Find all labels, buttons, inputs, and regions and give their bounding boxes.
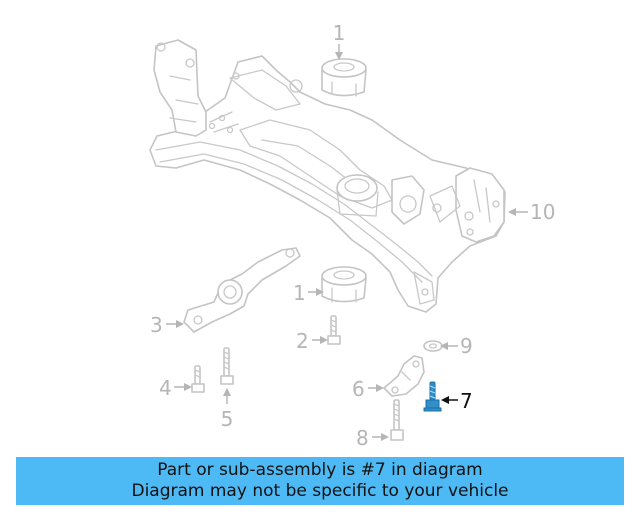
bolt-2	[327, 315, 341, 345]
subframe-drawing	[149, 39, 506, 313]
callout-6: 6	[352, 377, 365, 401]
washer	[423, 340, 443, 352]
info-banner: Part or sub-assembly is #7 in diagram Di…	[16, 457, 624, 505]
mount-bushing-top	[321, 58, 367, 97]
callout-1-mid: 1	[293, 281, 306, 305]
callout-5: 5	[221, 407, 234, 431]
callout-1-top: 1	[333, 21, 346, 45]
bolt-8	[390, 399, 404, 441]
callout-10: 10	[530, 200, 555, 224]
bolt-5	[220, 347, 234, 385]
callout-8: 8	[356, 426, 369, 450]
mount-bushing-mid	[321, 266, 367, 303]
banner-line-disclaimer: Diagram may not be specific to your vehi…	[131, 481, 509, 501]
callout-9: 9	[460, 334, 473, 358]
callout-3: 3	[150, 313, 163, 337]
callout-2: 2	[296, 329, 309, 353]
bolt-7-highlighted	[423, 381, 442, 412]
bracket	[383, 355, 425, 397]
callout-7-highlighted: 7	[460, 389, 473, 413]
banner-line-part: Part or sub-assembly is #7 in diagram	[157, 460, 483, 480]
bolt-4	[191, 365, 205, 393]
torque-rod	[183, 247, 301, 333]
callout-4: 4	[159, 376, 172, 400]
leader-lines	[166, 44, 528, 441]
